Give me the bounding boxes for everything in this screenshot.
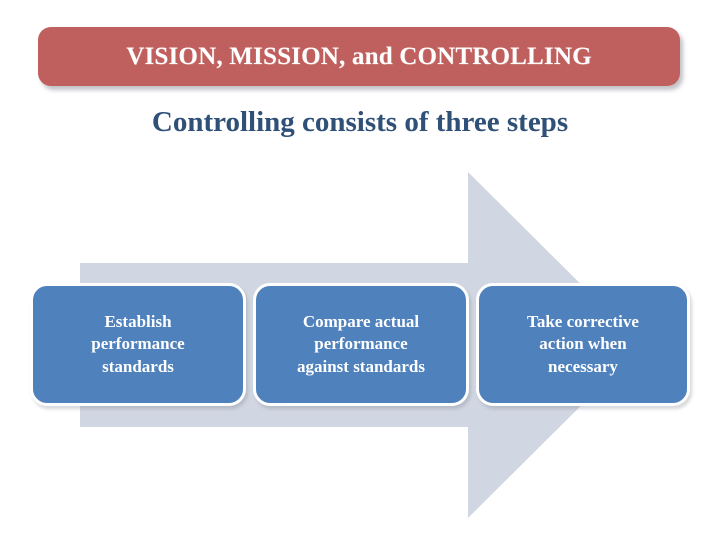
slide-subtitle: Controlling consists of three steps [151,106,569,138]
step-label: Take corrective action when necessary [527,311,639,376]
step-box-compare-performance[interactable]: Compare actual performance against stand… [253,283,469,406]
page-title: VISION, MISSION, and CONTROLLING [126,42,592,70]
title-banner: VISION, MISSION, and CONTROLLING [38,27,680,86]
step-label: Compare actual performance against stand… [296,311,425,376]
step-label: Establish performance standards [91,311,185,376]
step-box-establish-standards[interactable]: Establish performance standards [30,283,246,406]
step-box-corrective-action[interactable]: Take corrective action when necessary [476,283,690,406]
